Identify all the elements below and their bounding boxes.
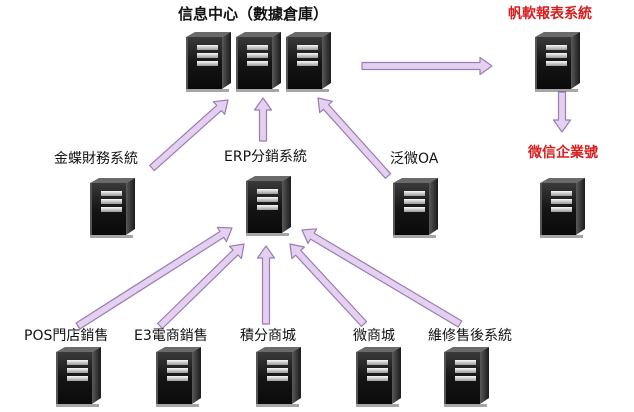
servers-layer	[56, 32, 585, 407]
server-icon-datacenter-3	[286, 32, 331, 92]
micro-mall-label: 微商城	[353, 328, 395, 344]
server-icon-e3	[156, 347, 201, 407]
arrow-datacenter-to-report	[361, 56, 493, 76]
server-icon-wechat	[540, 178, 585, 238]
server-icon-report-system	[535, 32, 580, 92]
arrow-micromall-to-erp	[289, 243, 368, 327]
server-icon-erp	[246, 176, 291, 236]
after-sales-label: 維修售後系統	[428, 328, 512, 344]
erp-distribution-label: ERP分銷系統	[224, 149, 308, 165]
points-mall-label: 積分商城	[240, 328, 296, 344]
server-icon-points-mall	[256, 347, 301, 407]
arrow-report-to-wechat	[552, 91, 572, 133]
e3-ecommerce-label: E3電商銷售	[134, 328, 208, 344]
arrow-kingdee-to-datacenter	[149, 99, 229, 172]
arrow-aftersales-to-erp	[301, 228, 463, 328]
arrow-erp-to-datacenter	[253, 97, 273, 142]
arrow-pos-to-erp	[75, 226, 233, 330]
arrow-fanwei-to-datacenter	[317, 97, 392, 179]
arrow-e3-to-erp	[157, 243, 245, 330]
fanwei-oa-label: 泛微OA	[390, 151, 439, 167]
server-icon-micro-mall	[356, 347, 401, 407]
server-icon-pos	[56, 347, 101, 407]
wechat-enterprise-label: 微信企業號	[528, 145, 598, 161]
server-icon-datacenter-2	[236, 32, 281, 92]
server-icon-datacenter-1	[186, 32, 231, 92]
arrows-layer	[75, 56, 572, 330]
server-icon-after-sales	[444, 347, 489, 407]
arrow-points-to-erp	[256, 245, 276, 325]
pos-store-sales-label: POS門店銷售	[24, 328, 109, 344]
report-system-label: 帆軟報表系統	[508, 6, 592, 22]
server-icon-kingdee	[90, 178, 135, 238]
kingdee-finance-label: 金蝶財務系統	[54, 151, 138, 167]
data-center-label: 信息中心（數據倉庫）	[178, 5, 329, 23]
server-icon-fanwei	[393, 178, 438, 238]
